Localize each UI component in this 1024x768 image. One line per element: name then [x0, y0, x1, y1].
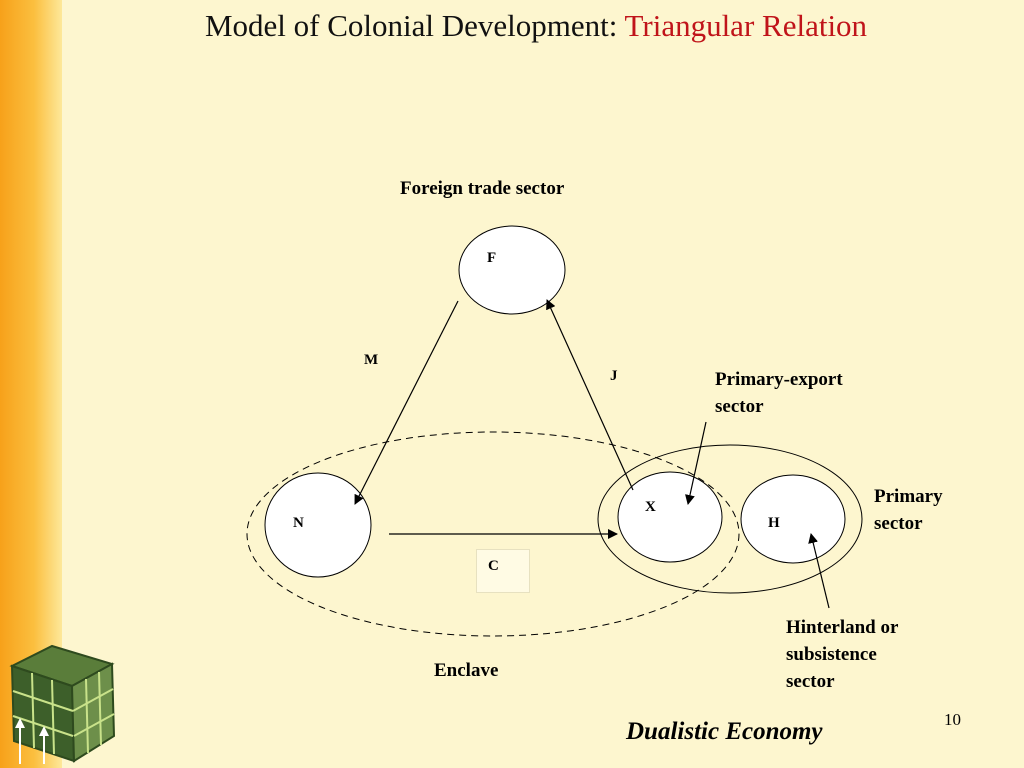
node-x-label: X	[645, 499, 656, 515]
page-number: 10	[944, 710, 961, 729]
footer-title: Dualistic Economy	[626, 718, 823, 745]
primary-export-line-2: sector	[715, 396, 764, 417]
flow-j-label: J	[610, 368, 618, 384]
flow-c-label: C	[488, 558, 499, 574]
hinterland-sector-label: Hinterland or subsistence sector	[786, 614, 898, 695]
c-label-box	[476, 549, 530, 593]
node-h-label: H	[768, 515, 780, 531]
hinterland-line-2: subsistence	[786, 644, 877, 665]
primary-export-pointer	[685, 421, 707, 505]
node-n-circle	[264, 472, 372, 578]
primary-export-line-1: Primary-export	[715, 369, 843, 390]
node-x-circle	[617, 471, 723, 563]
sidebar-decoration	[0, 0, 62, 768]
node-h-circle	[740, 474, 846, 564]
flow-j-arrow	[546, 299, 634, 491]
node-f-circle	[458, 225, 566, 315]
slide-title: Model of Colonial Development: Triangula…	[0, 8, 1024, 44]
hinterland-line-1: Hinterland or	[786, 617, 899, 638]
rubiks-cube-icon	[9, 644, 116, 764]
primary-sector-label: Primary sector	[874, 483, 943, 537]
primary-sector-ellipse	[597, 444, 863, 594]
flow-m-label: M	[364, 352, 379, 368]
hinterland-pointer	[808, 533, 830, 609]
foreign-trade-sector-label: Foreign trade sector	[400, 178, 565, 199]
hinterland-line-3: sector	[786, 671, 835, 692]
title-accent: Triangular Relation	[624, 8, 868, 43]
primary-export-sector-label: Primary-export sector	[715, 366, 843, 420]
node-n-label: N	[293, 515, 304, 531]
primary-sector-line-2: sector	[874, 513, 923, 534]
enclave-ellipse	[246, 431, 740, 637]
enclave-label: Enclave	[434, 660, 499, 681]
flow-m-arrow	[354, 300, 459, 505]
primary-sector-line-1: Primary	[874, 486, 943, 507]
title-main: Model of Colonial Development:	[204, 8, 625, 43]
node-f-label: F	[487, 250, 497, 266]
